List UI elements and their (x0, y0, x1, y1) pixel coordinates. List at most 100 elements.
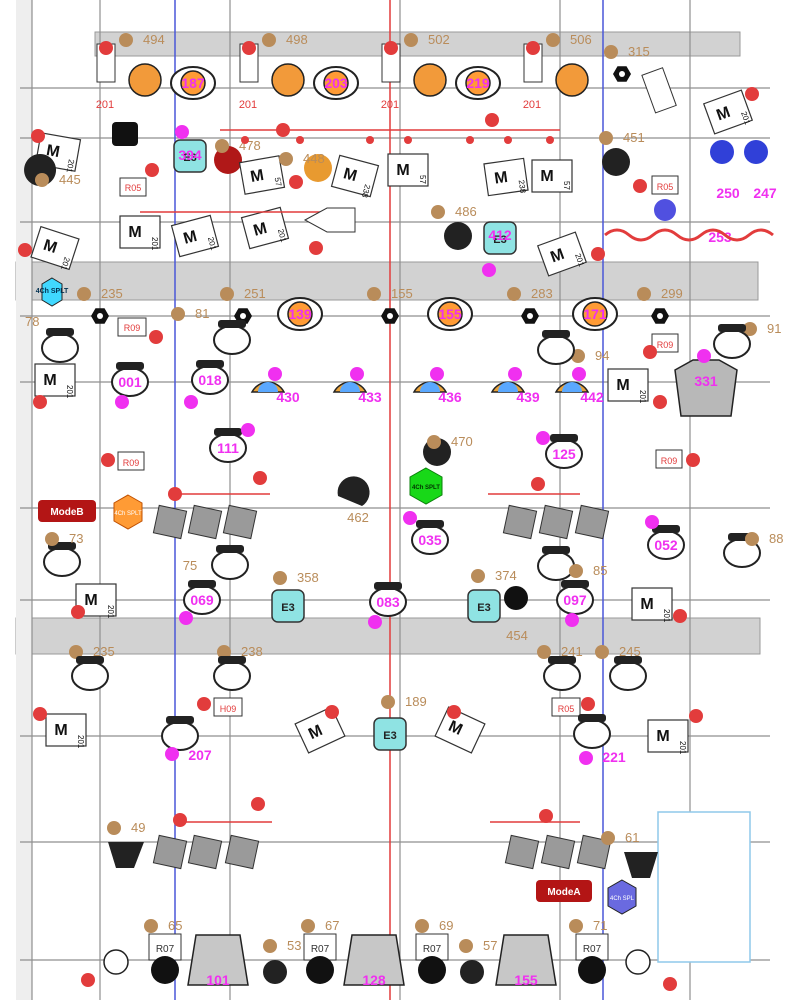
can-top (548, 656, 576, 664)
can-top (561, 580, 589, 588)
splitter-hex (607, 879, 637, 915)
marker-badge (241, 423, 255, 437)
meter-frame (119, 215, 161, 249)
marker-badge (565, 613, 579, 627)
gobo-hole (387, 313, 393, 319)
marker-badge (526, 41, 540, 55)
meter-count: 57 (273, 177, 284, 188)
meter-frame (387, 153, 429, 187)
wash-lens (498, 382, 518, 392)
nc-flag (303, 207, 356, 233)
node-number: 001 (118, 374, 142, 390)
marker-badge (591, 247, 605, 261)
splitter-label: 4Ch SPLT (114, 511, 142, 517)
marker-badge (745, 87, 759, 101)
r09-box (655, 449, 683, 469)
ref-number: 94 (595, 348, 609, 363)
can-top (166, 716, 194, 724)
meter-box: M57 (387, 153, 429, 187)
ref-badge (546, 33, 560, 47)
node-number: 247 (753, 185, 777, 201)
marker-badge (485, 113, 499, 127)
r07-box (303, 933, 337, 961)
node-number: 155 (438, 306, 462, 322)
ref-badge (404, 33, 418, 47)
circuit-node (296, 136, 304, 144)
circuit-node (366, 136, 374, 144)
marker-badge (645, 515, 659, 529)
can-top (188, 580, 216, 588)
color-wheel (654, 199, 676, 221)
marker-badge (643, 345, 657, 359)
circuit-node (241, 136, 249, 144)
meter-frame (702, 89, 754, 135)
ref-badge (45, 532, 59, 546)
ref-badge (471, 569, 485, 583)
ref-number: 283 (531, 286, 553, 301)
meter-letter: M (493, 169, 509, 188)
grow-count: 201 (239, 99, 257, 111)
node-number: 221 (602, 749, 626, 765)
moving-head (602, 148, 630, 176)
meter-count: 201 (739, 110, 752, 126)
node-number: 442 (580, 389, 604, 405)
ref-number: 189 (405, 694, 427, 709)
meter-letter: M (45, 142, 61, 161)
marker-badge (149, 330, 163, 344)
gobo-hole (657, 313, 663, 319)
par-can (306, 956, 334, 984)
can-light (573, 719, 611, 749)
node-number: 439 (516, 389, 540, 405)
dimmer-pack (152, 834, 188, 870)
ref-number: 445 (59, 172, 81, 187)
dimmer-pack (538, 504, 574, 540)
meter-count: 201 (206, 236, 218, 252)
splitter-4ch (112, 122, 138, 146)
can-top (542, 330, 570, 338)
marker-badge (384, 41, 398, 55)
ref-badge (69, 645, 83, 659)
ref-number: 299 (661, 286, 683, 301)
meter-letter: M (54, 722, 67, 739)
lamp-core (180, 70, 206, 96)
marker-badge (71, 605, 85, 619)
ref-badge (431, 205, 445, 219)
dimmer-pack (224, 834, 260, 870)
can-top (550, 434, 578, 442)
r05-box (119, 177, 147, 197)
ref-number: 81 (195, 306, 209, 321)
can-light (43, 547, 81, 577)
meter-letter: M (616, 377, 629, 394)
meter-letter: M (306, 722, 325, 743)
profile-spot (343, 934, 405, 986)
fresnel-light (108, 842, 144, 868)
cable-wave (604, 228, 774, 242)
node-number: 430 (276, 389, 300, 405)
node-number: 171 (583, 306, 607, 322)
mover-light (413, 63, 447, 97)
color-wheel (744, 140, 768, 164)
marker-badge (309, 241, 323, 255)
meter-letter: M (249, 167, 265, 186)
ref-number: 241 (561, 644, 583, 659)
ref-number: 502 (428, 32, 450, 47)
ref-badge (569, 919, 583, 933)
mode-a-box (536, 880, 592, 902)
node-number: 433 (358, 389, 382, 405)
can-top (116, 362, 144, 370)
meter-box: M57 (531, 159, 573, 193)
ref-number: 85 (593, 563, 607, 578)
node-number: 101 (206, 972, 230, 988)
ref-number: 315 (628, 44, 650, 59)
ref-badge (569, 564, 583, 578)
node-number: 203 (324, 75, 348, 91)
ref-number: 75 (183, 558, 197, 573)
ref-number: 53 (287, 938, 301, 953)
ref-badge (35, 173, 49, 187)
ref-number: 88 (769, 531, 783, 546)
marker-badge (447, 705, 461, 719)
e3-fixture (373, 717, 407, 751)
node-number: 412 (488, 227, 512, 243)
